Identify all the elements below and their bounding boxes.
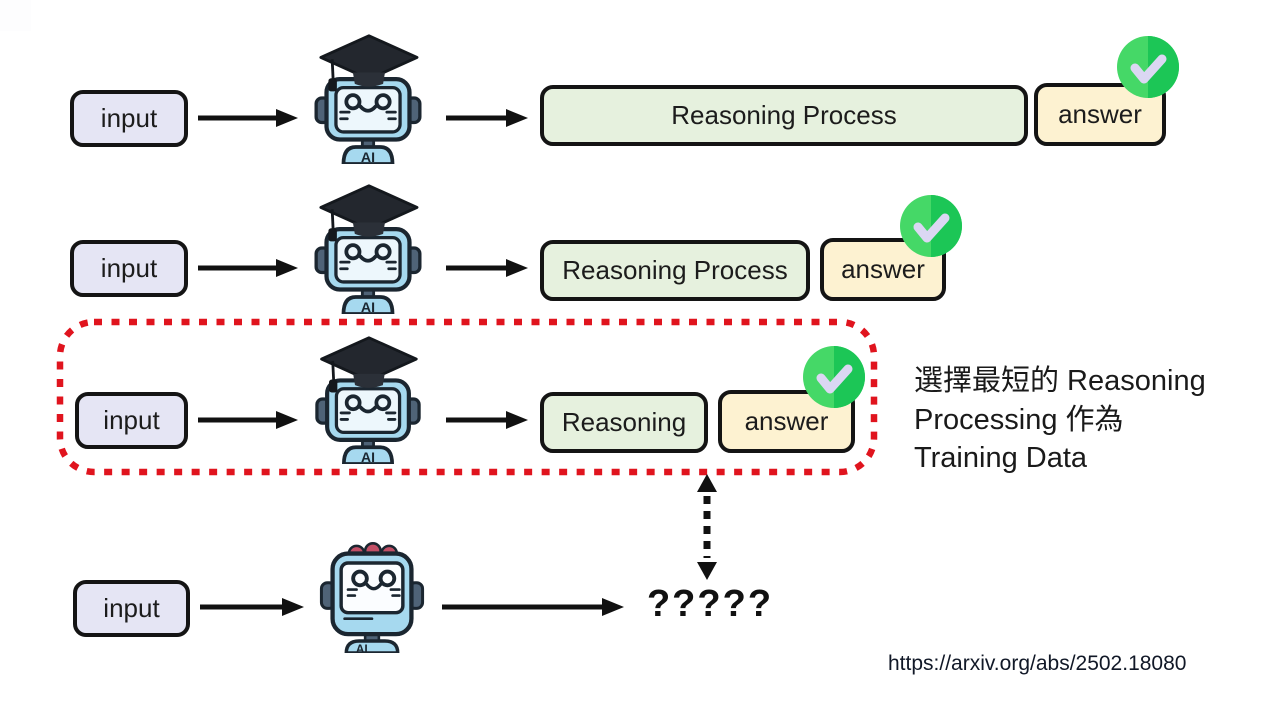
note-line: Training Data: [914, 442, 1088, 474]
input-label: input: [103, 405, 160, 435]
highlight-dashed-outline: [56, 318, 878, 476]
arrow-right-icon: [198, 259, 298, 277]
selection-note: 選擇最短的 Reasoning Processing 作為 Training D…: [914, 362, 1264, 478]
graduate-robot-icon: [310, 182, 426, 314]
input-label: input: [103, 593, 160, 623]
answer-label: answer: [841, 254, 925, 284]
check-icon: [1117, 36, 1179, 103]
input-label: input: [100, 103, 158, 133]
robot-icon: [316, 533, 428, 653]
answer-label: answer: [1058, 99, 1142, 129]
graduate-robot-icon: [310, 334, 426, 464]
arrow-right-icon: [442, 598, 624, 616]
reasoning-process-box: Reasoning Process: [540, 85, 1028, 146]
reasoning-label: Reasoning: [561, 407, 687, 437]
arxiv-url-text: https://arxiv.org/abs/2502.18080: [888, 652, 1187, 675]
note-line: 選擇最短的 Reasoning: [914, 365, 1206, 397]
double-arrow-vertical-icon: [697, 474, 717, 580]
answer-label: answer: [744, 406, 829, 436]
note-line: Processing 作為: [914, 403, 1124, 436]
input-box: input: [75, 392, 188, 449]
corner-artifact: [0, 0, 31, 31]
answer-box: answer: [718, 390, 855, 453]
reasoning-box: Reasoning: [540, 392, 708, 453]
graduate-robot-icon: [310, 32, 426, 164]
arrow-right-icon: [198, 109, 298, 127]
reasoning-process-box: Reasoning Process: [540, 240, 810, 301]
input-box: input: [73, 580, 190, 637]
reasoning-label: Reasoning Process: [562, 255, 788, 285]
reasoning-label: Reasoning Process: [671, 100, 897, 130]
input-label: input: [100, 253, 158, 283]
unknown-output-text: ?????: [646, 583, 774, 625]
arrow-right-icon: [446, 109, 528, 127]
input-box: input: [70, 90, 188, 147]
arrow-right-icon: [198, 411, 298, 429]
check-icon: [803, 346, 865, 413]
arrow-right-icon: [200, 598, 304, 616]
arrow-right-icon: [446, 411, 528, 429]
input-box: input: [70, 240, 188, 297]
check-icon: [900, 195, 962, 262]
arrow-right-icon: [446, 259, 528, 277]
